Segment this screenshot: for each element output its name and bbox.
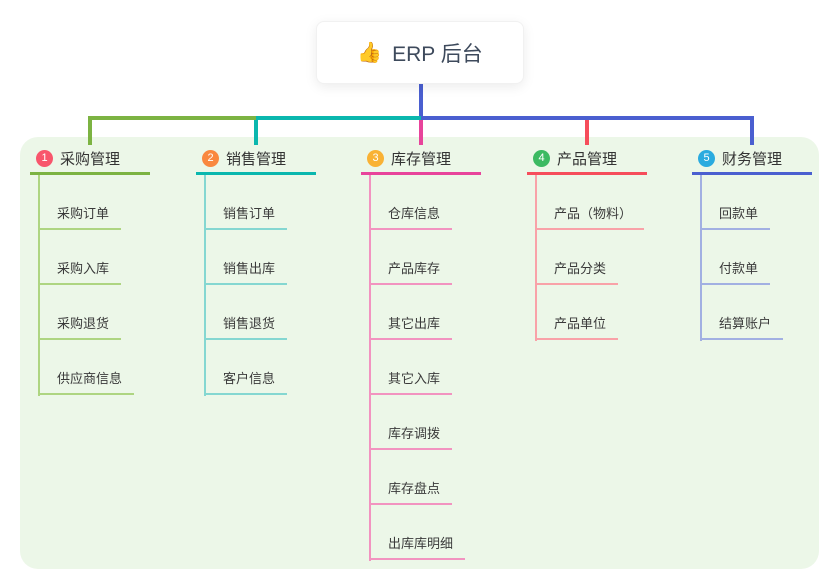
tree-line	[38, 175, 40, 396]
branch-1: 1 采购管理采购订单采购入库采购退货供应商信息	[30, 145, 165, 396]
mindmap-node-label: 仓库信息	[369, 203, 453, 230]
branch-header-5[interactable]: 5 财务管理	[692, 145, 812, 175]
mindmap-node-label: 采购退货	[38, 313, 122, 340]
mindmap-node[interactable]: 其它入库	[361, 340, 496, 395]
branch-items: 回款单付款单结算账户	[692, 175, 827, 341]
mindmap-node[interactable]: 回款单	[692, 175, 827, 230]
mindmap-node-label: 采购订单	[38, 203, 122, 230]
mindmap-node[interactable]: 供应商信息	[30, 340, 165, 395]
branch-number-badge: 1	[36, 150, 53, 167]
branch-header-2[interactable]: 2 销售管理	[196, 145, 316, 175]
mindmap-node-label: 出库库明细	[369, 533, 466, 560]
trunk-line	[419, 82, 423, 120]
mindmap-node-label: 供应商信息	[38, 368, 135, 395]
mindmap-node[interactable]: 其它出库	[361, 285, 496, 340]
mindmap-node[interactable]: 客户信息	[196, 340, 331, 395]
mindmap-node[interactable]: 产品库存	[361, 230, 496, 285]
mindmap-node[interactable]: 产品分类	[527, 230, 662, 285]
branch-label: 销售管理	[226, 151, 287, 168]
mindmap-node-label: 销售退货	[204, 313, 288, 340]
branch-number-badge: 3	[367, 150, 384, 167]
mindmap-node-label: 销售订单	[204, 203, 288, 230]
mindmap-node-label: 产品库存	[369, 258, 453, 285]
mindmap-node[interactable]: 出库库明细	[361, 505, 496, 560]
mindmap-node[interactable]: 销售退货	[196, 285, 331, 340]
branch-number-badge: 5	[698, 150, 715, 167]
mindmap-node[interactable]: 采购退货	[30, 285, 165, 340]
branch-label: 采购管理	[60, 151, 121, 168]
branch-2: 2 销售管理销售订单销售出库销售退货客户信息	[196, 145, 331, 396]
mindmap-node-label: 回款单	[700, 203, 771, 230]
branch-4: 4 产品管理产品（物料） 产品分类产品单位	[527, 145, 662, 341]
branch-header-3[interactable]: 3 库存管理	[361, 145, 481, 175]
mindmap-node[interactable]: 销售订单	[196, 175, 331, 230]
mindmap-node[interactable]: 产品（物料）	[527, 175, 662, 230]
branch-drop-line	[88, 120, 92, 145]
branch-number-badge: 4	[533, 150, 550, 167]
branch-items: 仓库信息产品库存其它出库其它入库库存调拨库存盘点出库库明细	[361, 175, 496, 561]
mindmap-node[interactable]: 产品单位	[527, 285, 662, 340]
mindmap-node[interactable]: 付款单	[692, 230, 827, 285]
branch-drop-line	[419, 120, 423, 145]
branch-drop-line	[254, 120, 258, 145]
branch-header-1[interactable]: 1 采购管理	[30, 145, 150, 175]
branch-5: 5 财务管理回款单付款单结算账户	[692, 145, 827, 341]
branch-number-badge: 2	[202, 150, 219, 167]
rail-segment	[421, 116, 754, 120]
branch-3: 3 库存管理仓库信息产品库存其它出库其它入库库存调拨库存盘点出库库明细	[361, 145, 496, 561]
branch-label: 产品管理	[557, 151, 618, 168]
branch-drop-line	[585, 120, 589, 145]
tree-line	[204, 175, 206, 396]
branches-panel	[20, 137, 819, 569]
mindmap-node-label: 客户信息	[204, 368, 288, 395]
mindmap-node-label: 产品分类	[535, 258, 619, 285]
mindmap-node-label: 库存盘点	[369, 478, 453, 505]
mindmap-node-label: 结算账户	[700, 313, 784, 340]
branch-header-4[interactable]: 4 产品管理	[527, 145, 647, 175]
mindmap-node-label: 产品单位	[535, 313, 619, 340]
mindmap-node-label: 销售出库	[204, 258, 288, 285]
mindmap-node[interactable]: 结算账户	[692, 285, 827, 340]
root-label: ERP 后台	[392, 42, 483, 66]
mindmap-node-label: 其它出库	[369, 313, 453, 340]
mindmap-node[interactable]: 采购入库	[30, 230, 165, 285]
mindmap-node-label: 产品（物料）	[535, 203, 645, 230]
branch-items: 采购订单采购入库采购退货供应商信息	[30, 175, 165, 396]
tree-line	[369, 175, 371, 561]
rail-segment	[88, 116, 256, 120]
tree-line	[535, 175, 537, 341]
mindmap-node[interactable]: 库存盘点	[361, 450, 496, 505]
mindmap-node[interactable]: 仓库信息	[361, 175, 496, 230]
branch-label: 财务管理	[722, 151, 783, 168]
mindmap-node-label: 付款单	[700, 258, 771, 285]
mindmap-node[interactable]: 库存调拨	[361, 395, 496, 450]
mindmap-node[interactable]: 销售出库	[196, 230, 331, 285]
branch-drop-line	[750, 120, 754, 145]
tree-line	[700, 175, 702, 341]
mindmap-node-label: 采购入库	[38, 258, 122, 285]
thumbs-up-icon: 👍	[357, 42, 383, 64]
rail-segment	[256, 116, 421, 120]
branch-items: 销售订单销售出库销售退货客户信息	[196, 175, 331, 396]
branch-items: 产品（物料） 产品分类产品单位	[527, 175, 662, 341]
mindmap-node-label: 其它入库	[369, 368, 453, 395]
branch-label: 库存管理	[391, 151, 452, 168]
root-node[interactable]: 👍 ERP 后台	[316, 21, 524, 84]
mindmap-node[interactable]: 采购订单	[30, 175, 165, 230]
mindmap-node-label: 库存调拨	[369, 423, 453, 450]
